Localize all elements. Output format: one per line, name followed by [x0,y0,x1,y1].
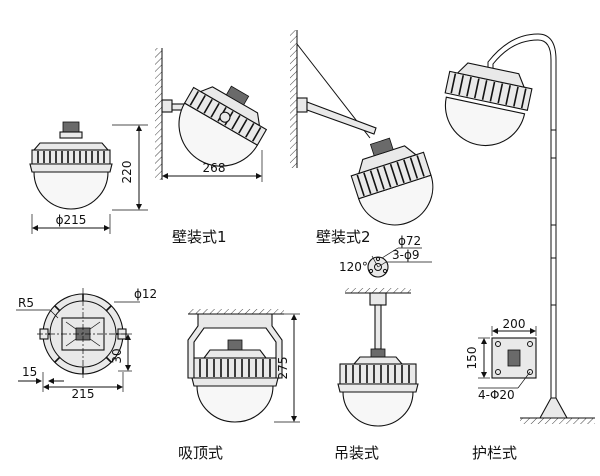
ceiling-mount-view: 275 吸顶式 [178,309,300,462]
plate-holes-label: 4-Φ20 [478,388,515,402]
pendant-angle-label: 120° [339,260,368,274]
pendant-mount-view: ϕ72 3-ϕ9 120° 吊装式 [334,234,432,462]
base-diameter-label: ϕ215 [56,213,87,227]
dim-wall1-depth: 268 [162,150,263,182]
mounting-plate: 200 150 4-Φ20 [465,317,537,402]
caption-wall-mount-1: 壁装式1 [172,228,227,246]
caption-pendant-mount: 吊装式 [334,444,379,462]
wall-mount-1-view: 268 壁装式1 [155,48,268,246]
phi72-label: ϕ72 [398,234,421,248]
wall1-depth-label: 268 [203,161,226,175]
r5-label: R5 [18,296,34,310]
pendant-holes-label: 3-ϕ9 [392,248,420,262]
lamp-pole [444,62,533,147]
caption-wall-mount-2: 壁装式2 [316,228,371,246]
lamp-wall-2 [350,137,434,226]
caption-guardrail-mount: 护栏式 [472,444,517,462]
dim-base-height: 220 [112,124,148,211]
top-width-label: 215 [72,387,95,401]
dim-base-diameter: ϕ215 [31,213,111,234]
pole-mount-view: 200 150 4-Φ20 护栏式 [444,33,595,462]
top-view: R5 ϕ12 30 215 15 [16,287,157,401]
top-side-label: 30 [110,348,124,363]
lamp-wall-1 [178,85,268,167]
wall-mount-2-view: 壁装式2 [290,30,434,246]
front-elevation-view: 220 ϕ215 [29,121,148,234]
plate-height-label: 150 [465,347,479,370]
caption-ceiling-mount: 吸顶式 [178,444,223,462]
ceiling-height-label: 275 [276,357,290,380]
phi12-label: ϕ12 [134,287,157,301]
lamp-front [29,121,113,210]
plate-width-label: 200 [503,317,526,331]
base-height-label: 220 [120,161,134,184]
top-offset-label: 15 [22,365,37,379]
flange-detail: ϕ72 3-ϕ9 120° [339,234,432,278]
